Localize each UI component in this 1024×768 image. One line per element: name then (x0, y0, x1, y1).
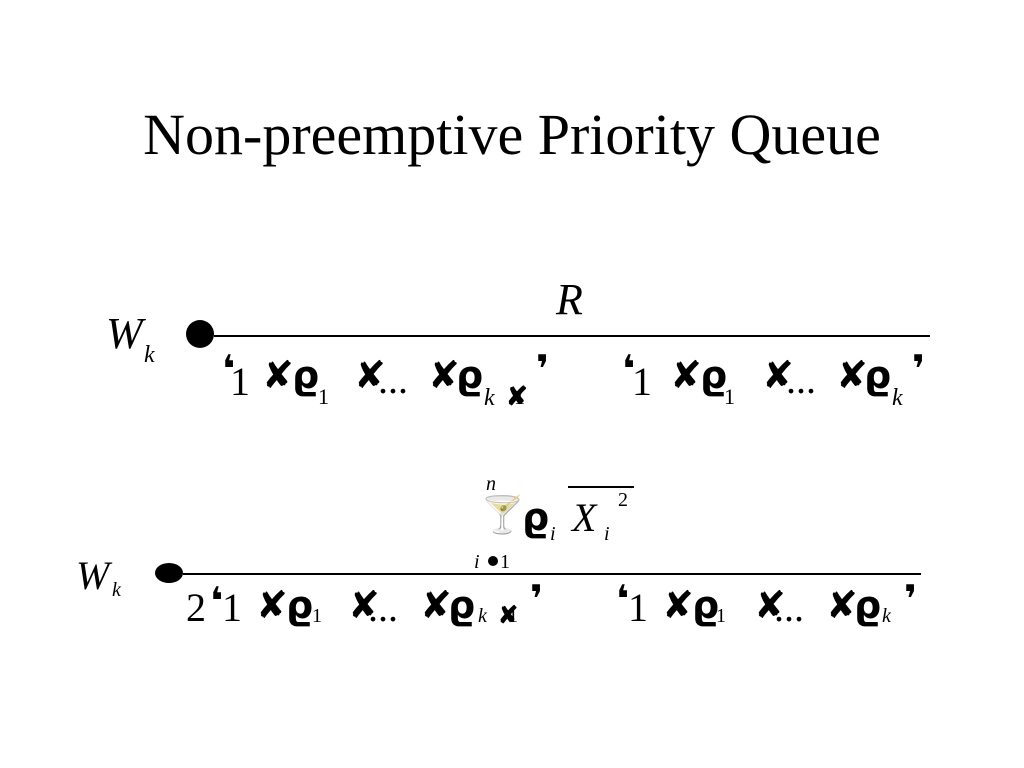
eq1-rhok-left: ϱ (456, 353, 484, 397)
eq2-rhok-right: ϱ (854, 583, 882, 627)
eq1-minus-small: ✘ (506, 382, 528, 411)
eq2-equals-glyph (155, 563, 183, 583)
eq2-minus-rho-right: ✘ (662, 583, 694, 627)
eq2-den-two: 2 (186, 585, 206, 630)
eq2-den-right-sub1: 1 (716, 605, 726, 627)
eq1-den-right-dots: ... (786, 357, 816, 402)
eq1-den-right-sub1: 1 (724, 384, 735, 409)
eq1-numerator: R (556, 275, 583, 324)
eq2-den-right-one: 1 (628, 585, 648, 630)
eq2-lhs-sub: k (112, 579, 121, 601)
eq2-close-paren-right: ❜ (904, 577, 918, 621)
eq1-den-left-subk: k (484, 385, 495, 411)
eq2-rho1-left: ϱ (286, 583, 314, 627)
eq1-fraction-bar (214, 335, 930, 337)
eq2-minus-left-2: ✘ (348, 583, 380, 627)
eq1-minus-right-3: ✘ (836, 353, 868, 397)
eq2-minus-small: ✘ (498, 603, 519, 629)
eq2-den-right-subk: k (882, 605, 891, 627)
eq2-num-x-sup: 2 (618, 489, 628, 511)
eq1-minus-rho-left: ✘ (262, 353, 294, 397)
eq2-open-paren-right: ❛ (616, 577, 630, 621)
eq1-rhok-right: ϱ (864, 353, 892, 397)
eq2-sum-lower: i (474, 551, 480, 573)
eq1-open-paren-left: ❛ (222, 347, 236, 391)
eq1-lhs-sub: k (144, 342, 155, 368)
eq1-den-left-one: 1 (230, 359, 250, 404)
eq1-den-left-dots: ... (378, 357, 408, 402)
eq2-lhs-var: W (76, 553, 110, 598)
eq1-den-right-one: 1 (632, 359, 652, 404)
eq2-sum-symbol-icon: 🍸 (480, 495, 525, 536)
eq1-close-paren-right: ❜ (912, 347, 926, 391)
eq2-num-x-sub: i (604, 523, 610, 545)
slide-title: Non-preemptive Priority Queue (143, 102, 881, 167)
eq1-den-right-subk: k (892, 385, 903, 411)
eq1-rho1-right: ϱ (700, 353, 728, 397)
eq2-rho1-right: ϱ (692, 583, 720, 627)
eq1-den-left-minus1: 1 (514, 384, 525, 409)
eq2-den-left-one: 1 (222, 585, 242, 630)
eq2-open-paren-left: ❛ (210, 579, 224, 623)
eq1-minus-left-2: ✘ (354, 353, 386, 397)
eq2-sum-upper: n (486, 473, 496, 495)
eq2-den-right-dots: ... (774, 585, 804, 630)
eq2-num-var-x: X (572, 495, 597, 540)
eq2-rhok-left: ϱ (448, 583, 476, 627)
eq2-sum-lower-eq (488, 556, 498, 566)
eq2-fraction-bar (183, 573, 921, 575)
eq2-minus-right-2: ✘ (754, 583, 786, 627)
eq2-minus-right-3: ✘ (826, 583, 858, 627)
eq1-den-left-sub1: 1 (318, 384, 329, 409)
eq1-open-paren-right: ❛ (622, 347, 636, 391)
eq2-den-left-subk: k (478, 605, 487, 627)
eq2-minus-left-3: ✘ (420, 583, 452, 627)
eq1-lhs-var: W (106, 309, 143, 358)
eq2-den-left-sub1: 1 (312, 605, 322, 627)
eq2-den-left-dots: ... (368, 585, 398, 630)
eq2-num-sub-i: i (550, 523, 556, 545)
eq1-minus-rho-right: ✘ (670, 353, 702, 397)
eq1-close-paren-left: ❜ (536, 347, 550, 391)
eq2-close-paren-left: ❜ (530, 577, 544, 621)
eq2-sum-lower-one: 1 (500, 551, 510, 573)
eq1-equals-glyph (186, 320, 214, 348)
eq1-rho1-left: ϱ (292, 353, 320, 397)
eq1-minus-right-2: ✘ (762, 353, 794, 397)
eq2-den-left-minus1: 1 (508, 605, 518, 627)
eq2-minus-rho-left: ✘ (256, 583, 288, 627)
eq2-lambda-glyph: ϱ (522, 495, 550, 539)
eq1-minus-left-3: ✘ (428, 353, 460, 397)
eq2-xbar-overline (568, 486, 634, 488)
